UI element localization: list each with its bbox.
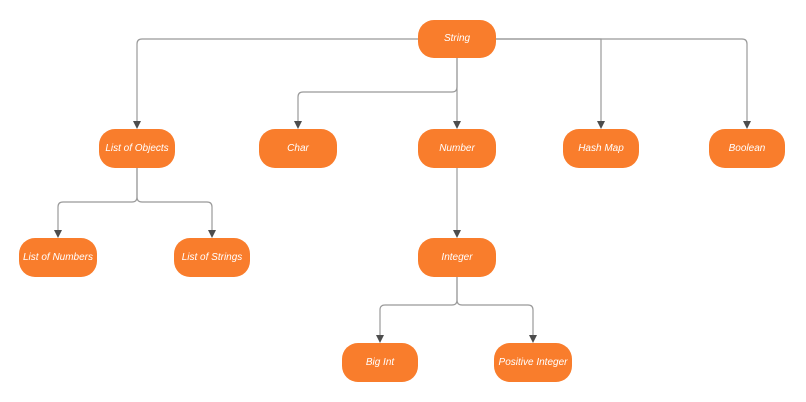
node-list-of-numbers[interactable]: List of Numbers (19, 238, 97, 277)
arrowhead-icon (529, 335, 537, 343)
connector-list-of-objects-to-list-of-strings[interactable] (136, 168, 216, 238)
connector-string-to-hash-map[interactable] (496, 38, 605, 129)
node-boolean[interactable]: Boolean (709, 129, 785, 168)
node-label: Integer (441, 251, 473, 263)
node-label: Char (287, 142, 309, 154)
connector-integer-to-positive-integer[interactable] (456, 277, 537, 343)
node-hash-map[interactable]: Hash Map (563, 129, 639, 168)
node-label: List of Numbers (22, 251, 94, 263)
connector-string-to-boolean[interactable] (496, 38, 751, 129)
node-label: Positive Integer (498, 356, 568, 368)
connector-string-to-char[interactable] (294, 58, 458, 129)
arrowhead-icon (133, 121, 141, 129)
node-number[interactable]: Number (418, 129, 496, 168)
connector-list-of-objects-to-list-of-numbers[interactable] (54, 168, 138, 238)
node-big-int[interactable]: Big Int (342, 343, 418, 382)
arrowhead-icon (743, 121, 751, 129)
arrowhead-icon (453, 121, 461, 129)
node-label: Big Int (365, 356, 395, 368)
node-string[interactable]: String (418, 20, 496, 58)
node-label: Boolean (728, 142, 766, 154)
arrowhead-icon (597, 121, 605, 129)
node-label: String (443, 33, 471, 44)
connector-integer-to-big-int[interactable] (376, 277, 458, 343)
arrowhead-icon (294, 121, 302, 129)
node-label: List of Strings (181, 251, 243, 263)
node-label: Number (439, 142, 475, 154)
node-list-of-objects[interactable]: List of Objects (99, 129, 175, 168)
arrowhead-icon (376, 335, 384, 343)
node-label: List of Objects (105, 142, 169, 154)
node-integer[interactable]: Integer (418, 238, 496, 277)
node-char[interactable]: Char (259, 129, 337, 168)
connector-string-to-list-of-objects[interactable] (133, 38, 418, 129)
arrowhead-icon (453, 230, 461, 238)
node-positive-integer[interactable]: Positive Integer (494, 343, 572, 382)
node-label: Hash Map (578, 142, 624, 154)
connector-number-to-integer[interactable] (453, 168, 461, 238)
arrowhead-icon (208, 230, 216, 238)
arrowhead-icon (54, 230, 62, 238)
node-list-of-strings[interactable]: List of Strings (174, 238, 250, 277)
